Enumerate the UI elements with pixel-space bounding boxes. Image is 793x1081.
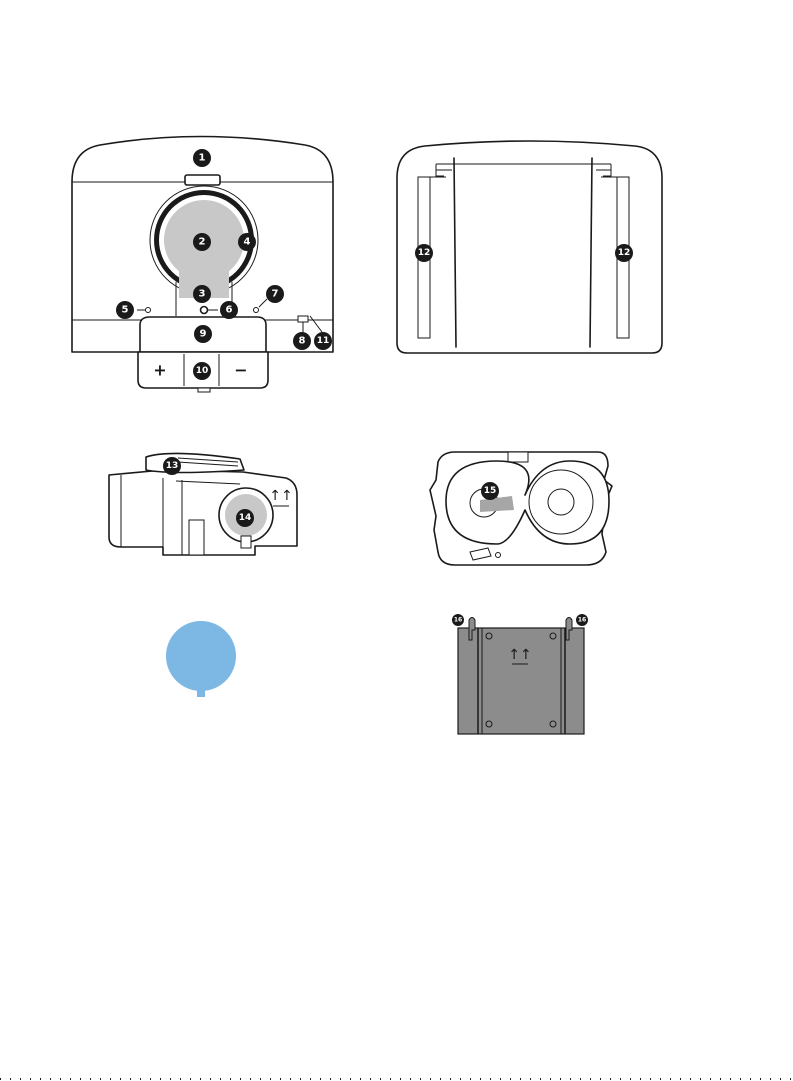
callout-7-label: 7 [272,289,279,300]
callout-1-label: 1 [199,153,206,164]
callout-12-right-label: 12 [618,248,631,258]
body-ridge [176,481,240,484]
callout-8-label: 8 [299,336,306,347]
callout-16-right-label: 16 [578,617,586,624]
indicator-5 [146,308,151,313]
callout-9-label: 9 [200,329,207,340]
right-hub [548,489,574,515]
minus-button[interactable]: − [234,361,247,380]
blue-disc-tab [197,688,205,697]
leader-7 [259,299,267,307]
orientation-arrows: ↑↑ [269,488,292,504]
screw-icon [550,721,556,727]
callout-2-label: 2 [199,237,206,248]
plate-orientation-arrows: ↑↑ [508,647,531,663]
switch-8 [298,316,308,322]
callout-11-label: 11 [317,336,330,346]
callout-5-label: 5 [122,305,129,316]
blue-round-tab-icon [166,621,236,691]
cassette-hole [496,553,501,558]
plus-button[interactable]: + [153,361,166,380]
callout-12-left-label: 12 [418,248,431,258]
top-slot [185,175,220,185]
ribbon-cassette: 15 [430,452,612,565]
screw-icon [486,721,492,727]
blue-disc [166,621,236,697]
front-view: + − 1 2 3 4 5 6 7 8 9 10 11 [72,137,333,393]
indicator-6 [201,307,208,314]
callout-14-label: 14 [239,513,252,523]
callout-10-label: 10 [196,366,209,376]
indicator-7 [254,308,259,313]
callout-13-label: 13 [166,461,179,471]
cartridge-window [189,520,204,555]
cassette-latch [470,548,491,560]
callout-15-label: 15 [484,486,497,496]
callout-6-label: 6 [226,305,233,316]
leader-11 [310,316,322,332]
bottom-nub [198,388,210,392]
tray-plate: ↑↑ 16 16 [452,614,588,734]
screw-icon [550,633,556,639]
callout-3-label: 3 [199,289,206,300]
ink-cartridge: ↑↑ 13 14 [109,453,297,555]
screw-icon [486,633,492,639]
callout-4-label: 4 [244,237,251,248]
cassette-tab [508,452,528,462]
back-view: 12 12 [397,141,662,353]
callout-16-left-label: 16 [454,617,462,624]
left-rail-outer [454,158,456,347]
right-rail-outer [590,158,592,347]
spool-notch [241,536,251,548]
